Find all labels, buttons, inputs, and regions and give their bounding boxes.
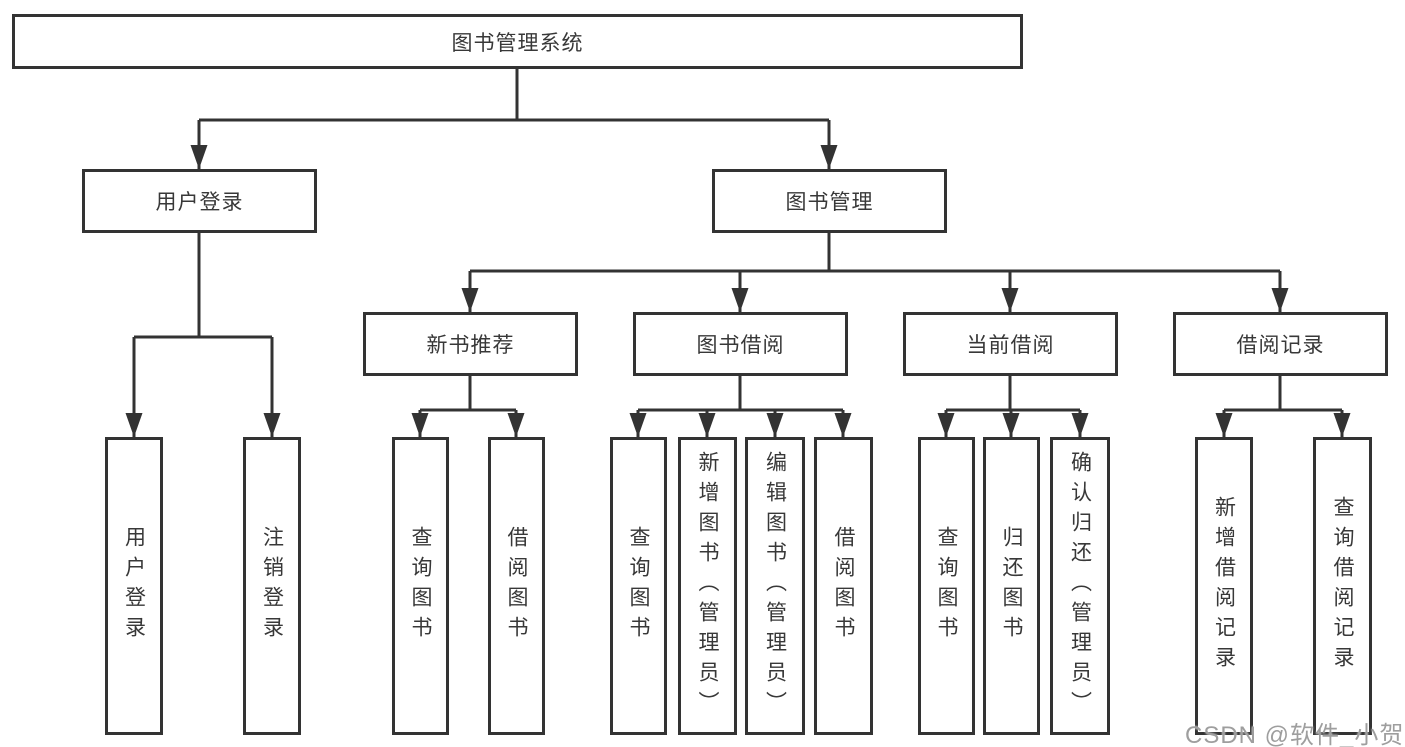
node-user-login: 用户登录: [82, 169, 317, 233]
edge-root-bus: [199, 68, 829, 122]
node-borrowing-records: 借阅记录: [1173, 312, 1388, 376]
node-book-management: 图书管理: [712, 169, 947, 233]
edge-userlogin-bus: [134, 233, 272, 339]
edge-bookborrow-bus: [638, 376, 843, 412]
leaf-borrow-add-books-admin: 新增图书（管理员）: [678, 437, 737, 735]
leaf-record-query-borrow-record: 查询借阅记录: [1313, 437, 1372, 735]
leaf-current-confirm-return-admin: 确认归还（管理员）: [1050, 437, 1110, 735]
leaf-user-login: 用户登录: [105, 437, 163, 735]
csdn-watermark: CSDN @软件_小贺同学: [1185, 722, 1405, 747]
edge-borrowrecord-bus: [1224, 376, 1342, 412]
node-current-borrowing: 当前借阅: [903, 312, 1118, 376]
leaf-record-add-borrow-record: 新增借阅记录: [1195, 437, 1253, 735]
leaf-current-query-books: 查询图书: [918, 437, 975, 735]
edge-newbook-bus: [420, 376, 516, 412]
node-root-library-system: 图书管理系统: [12, 14, 1023, 69]
leaf-logout: 注销登录: [243, 437, 301, 735]
leaf-newbook-query-books: 查询图书: [392, 437, 449, 735]
leaf-current-return-books: 归还图书: [983, 437, 1040, 735]
node-new-book-recommendation: 新书推荐: [363, 312, 578, 376]
edge-currentborrow-bus: [946, 376, 1080, 412]
node-book-borrowing: 图书借阅: [633, 312, 848, 376]
leaf-newbook-borrow-books: 借阅图书: [488, 437, 545, 735]
leaf-borrow-borrow-books: 借阅图书: [814, 437, 873, 735]
leaf-borrow-edit-books-admin: 编辑图书（管理员）: [745, 437, 805, 735]
leaf-borrow-query-books: 查询图书: [610, 437, 667, 735]
edge-bookmgmt-bus: [470, 233, 1280, 273]
